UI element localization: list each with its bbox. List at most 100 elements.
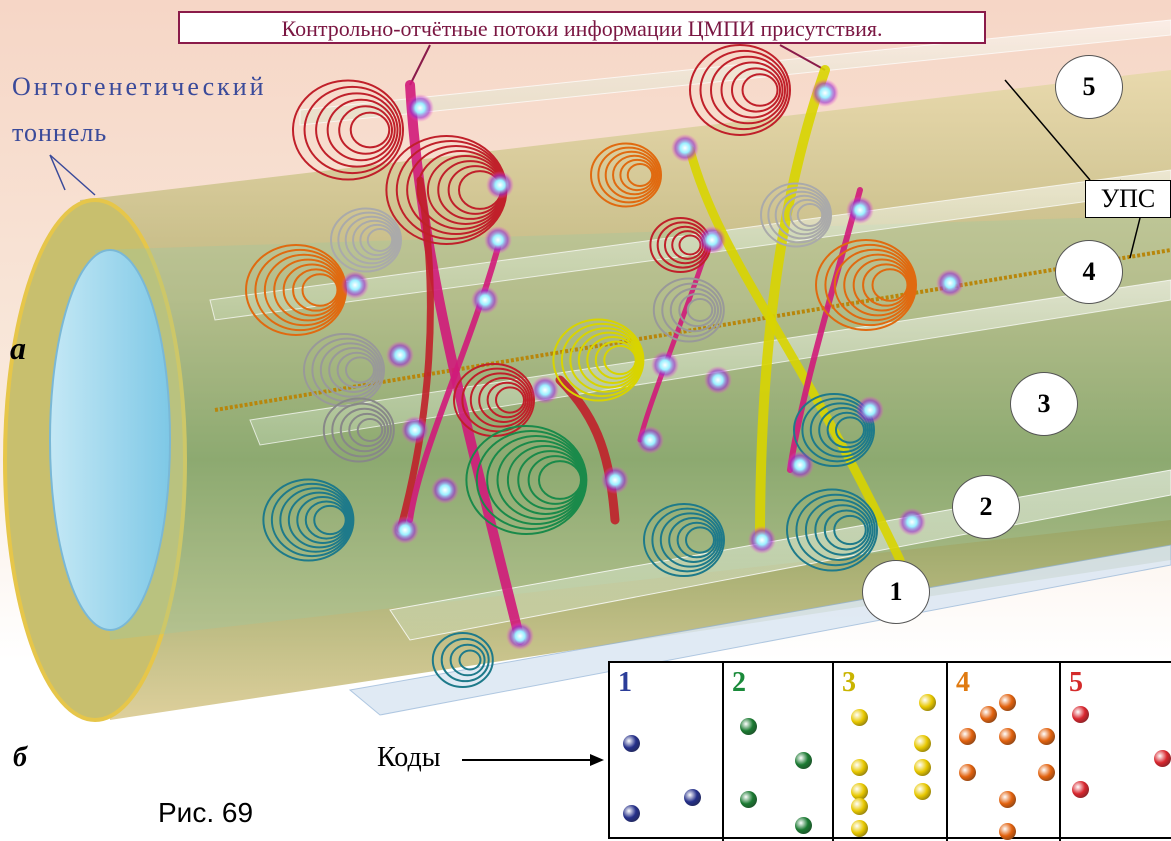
spiral-ring bbox=[651, 507, 724, 573]
code-dot bbox=[998, 694, 1016, 712]
side-label-a: а bbox=[10, 330, 26, 366]
code-dot bbox=[622, 734, 640, 752]
flow-node bbox=[636, 426, 664, 454]
code-dot bbox=[919, 694, 937, 712]
flow-node bbox=[936, 269, 964, 297]
spiral-ring bbox=[833, 248, 915, 322]
code-number: 1 bbox=[618, 667, 632, 698]
spiral-ring bbox=[486, 381, 527, 419]
flow-node bbox=[786, 451, 814, 479]
code-dot bbox=[851, 819, 869, 837]
spiral-ring bbox=[782, 194, 827, 236]
layer-number-1: 1 bbox=[862, 560, 930, 624]
spiral-ring bbox=[495, 386, 525, 414]
spiral-ring bbox=[603, 344, 637, 376]
code-dot bbox=[1038, 728, 1056, 746]
spiral-ring bbox=[301, 273, 339, 307]
layer-number-4: 4 bbox=[1055, 240, 1123, 304]
spiral-ring bbox=[843, 253, 913, 317]
code-dot bbox=[1072, 780, 1090, 798]
spiral-ring bbox=[676, 521, 717, 559]
flow-node bbox=[386, 341, 414, 369]
code-cell-2: 2 bbox=[724, 663, 834, 841]
code-dot bbox=[998, 791, 1016, 808]
spiral-ring bbox=[313, 504, 347, 536]
layer-number-3: 3 bbox=[1010, 372, 1078, 436]
flow-node bbox=[486, 171, 514, 199]
flow-node bbox=[856, 396, 884, 424]
spiral-ring bbox=[287, 491, 351, 549]
flows-caption: Контрольно-отчётные потоки информации ЦМ… bbox=[178, 11, 986, 44]
spiral-ring bbox=[612, 154, 657, 196]
spiral-ring bbox=[359, 223, 396, 257]
code-dot bbox=[913, 782, 931, 800]
caption-pointer-left bbox=[409, 44, 431, 86]
code-dot bbox=[740, 717, 758, 735]
spiral-ring bbox=[440, 637, 490, 683]
spiral-ring bbox=[449, 643, 486, 677]
flow-node bbox=[406, 94, 434, 122]
spiral-ring bbox=[292, 79, 404, 181]
code-dot bbox=[684, 789, 702, 807]
code-dot bbox=[795, 816, 813, 834]
spiral-ring bbox=[689, 44, 791, 136]
spiral-ring bbox=[319, 342, 381, 398]
spiral-ring bbox=[619, 158, 656, 192]
spiral-ring bbox=[823, 509, 870, 551]
flow-node bbox=[484, 226, 512, 254]
spiral-ring bbox=[279, 487, 352, 553]
spiral-ring bbox=[652, 277, 725, 343]
code-dot bbox=[740, 791, 758, 808]
spiral-ring bbox=[270, 482, 354, 558]
code-dot bbox=[959, 763, 977, 781]
flow-node bbox=[651, 351, 679, 379]
spiral-ring bbox=[686, 297, 714, 323]
spiral-ring bbox=[331, 402, 392, 458]
flow-node bbox=[748, 526, 776, 554]
spiral-ring bbox=[760, 182, 832, 248]
spiral-ring bbox=[796, 202, 824, 228]
code-dot bbox=[622, 804, 640, 822]
spiral-ring bbox=[352, 219, 397, 261]
spiral-ring bbox=[296, 496, 350, 544]
spiral-ring bbox=[668, 517, 719, 563]
spiral-ring bbox=[795, 493, 876, 567]
spiral-ring bbox=[348, 412, 387, 448]
ups-label: УПС bbox=[1085, 180, 1171, 218]
flow-node bbox=[341, 271, 369, 299]
spiral-ring bbox=[465, 425, 588, 535]
spiral-ring bbox=[590, 142, 662, 208]
code-dot bbox=[851, 782, 869, 800]
spiral-ring bbox=[326, 98, 396, 162]
spiral-ring bbox=[789, 198, 826, 232]
spiral-ring bbox=[815, 239, 917, 331]
spiral-ring bbox=[338, 105, 394, 155]
spiral-ring bbox=[431, 632, 494, 688]
spiral-ring bbox=[560, 322, 644, 398]
layer-number-2: 2 bbox=[952, 475, 1020, 539]
spiral-ring bbox=[552, 318, 645, 402]
spiral-ring bbox=[330, 207, 402, 273]
code-cell-3: 3 bbox=[834, 663, 948, 841]
spiral-ring bbox=[273, 258, 343, 322]
code-dot bbox=[851, 758, 869, 776]
spiral-ring bbox=[685, 526, 715, 554]
spiral-ring bbox=[643, 503, 725, 577]
flow-node bbox=[698, 226, 726, 254]
spiral-ring bbox=[345, 356, 375, 384]
code-dot bbox=[913, 758, 931, 776]
spiral-ring bbox=[699, 49, 789, 131]
spiral-ring bbox=[826, 411, 867, 449]
spiral-ring bbox=[303, 333, 385, 407]
flow-node bbox=[471, 286, 499, 314]
spiral-ring bbox=[835, 416, 865, 444]
spiral-ring bbox=[304, 500, 349, 540]
spiral-ring bbox=[469, 372, 531, 428]
flow-node bbox=[601, 466, 629, 494]
code-dot bbox=[851, 797, 869, 815]
code-cell-5: 5 bbox=[1061, 663, 1171, 841]
tunnel-pointer-2 bbox=[49, 154, 96, 196]
codes-arrow-head bbox=[590, 754, 604, 766]
spiral-ring bbox=[458, 649, 482, 671]
